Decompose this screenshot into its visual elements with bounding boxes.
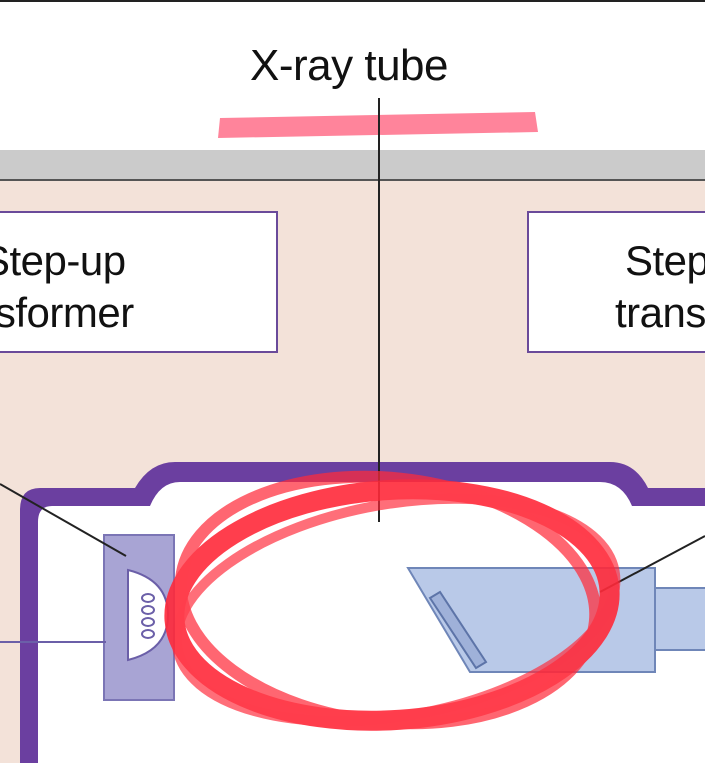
- anode-target-strip: [428, 590, 488, 670]
- right-box-line2: trans: [615, 289, 705, 336]
- right-transformer-box: [527, 211, 705, 353]
- anode-rod: [654, 587, 705, 651]
- right-box-line1: Step: [625, 237, 705, 284]
- red-annotation-circle: [164, 470, 621, 731]
- left-transformer-box: [0, 211, 278, 353]
- header-bar: [0, 150, 705, 180]
- xray-tube-title: X-ray tube: [250, 41, 448, 90]
- cathode-filament-icon: [141, 593, 155, 639]
- left-box-line2: nsformer: [0, 289, 134, 336]
- top-border: [0, 0, 705, 2]
- left-leader-line: [0, 483, 127, 557]
- left-box-line1: Step-up: [0, 237, 126, 284]
